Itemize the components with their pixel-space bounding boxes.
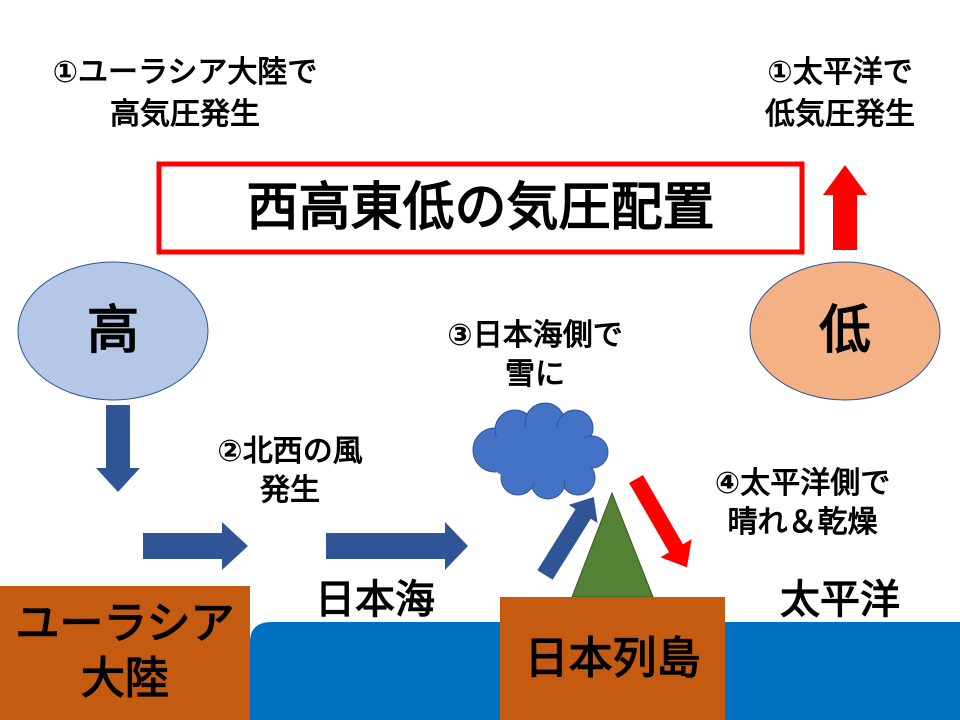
note-line: ①ユーラシア大陸で bbox=[52, 55, 318, 90]
wind-arrow-1 bbox=[143, 522, 248, 570]
updraft-arrow bbox=[537, 496, 598, 580]
dry-note: ④太平洋側で 晴れ＆乾燥 bbox=[695, 464, 910, 542]
pacific-ocean-label: 太平洋 bbox=[780, 577, 900, 623]
high-pressure-label: 高 bbox=[86, 301, 139, 361]
sea-of-japan-label: 日本海 bbox=[315, 577, 435, 623]
eurasia-high-note: ①ユーラシア大陸で 高気圧発生 bbox=[0, 52, 370, 136]
eurasia-label: ユーラシア 大陸 bbox=[0, 596, 250, 706]
title-box bbox=[156, 161, 805, 255]
note-line: 発生 bbox=[260, 473, 320, 508]
wind-note: ②北西の風 発生 bbox=[190, 432, 390, 510]
pacific-low-note: ①太平洋で 低気圧発生 bbox=[740, 52, 940, 136]
low-pressure-ellipse bbox=[749, 261, 941, 401]
label-line: ユーラシア bbox=[15, 598, 235, 649]
down-wind-arrow bbox=[96, 405, 140, 492]
label-line: 大陸 bbox=[81, 653, 169, 704]
high-pressure-ellipse bbox=[17, 261, 209, 401]
japan-land bbox=[500, 597, 725, 720]
low-pressure-label: 低 bbox=[818, 301, 871, 361]
note-line: ②北西の風 bbox=[217, 434, 363, 469]
note-line: 雪に bbox=[505, 357, 565, 392]
cloud-icon bbox=[472, 402, 609, 500]
snow-note: ③日本海側で 雪に bbox=[420, 316, 650, 394]
page-title: 西高東低の気圧配置 bbox=[246, 178, 715, 238]
rising-air-arrow bbox=[823, 165, 867, 250]
wind-arrow-2 bbox=[326, 522, 468, 570]
note-line: 高気圧発生 bbox=[110, 97, 260, 132]
downdraft-arrow bbox=[629, 475, 692, 568]
note-line: ③日本海側で bbox=[447, 318, 623, 353]
note-line: 晴れ＆乾燥 bbox=[727, 505, 878, 540]
note-line: 低気圧発生 bbox=[765, 97, 915, 132]
note-line: ④太平洋側で bbox=[714, 466, 891, 501]
note-line: ①太平洋で bbox=[767, 55, 913, 90]
japan-islands-label: 日本列島 bbox=[524, 633, 701, 684]
eurasia-land bbox=[0, 586, 250, 720]
